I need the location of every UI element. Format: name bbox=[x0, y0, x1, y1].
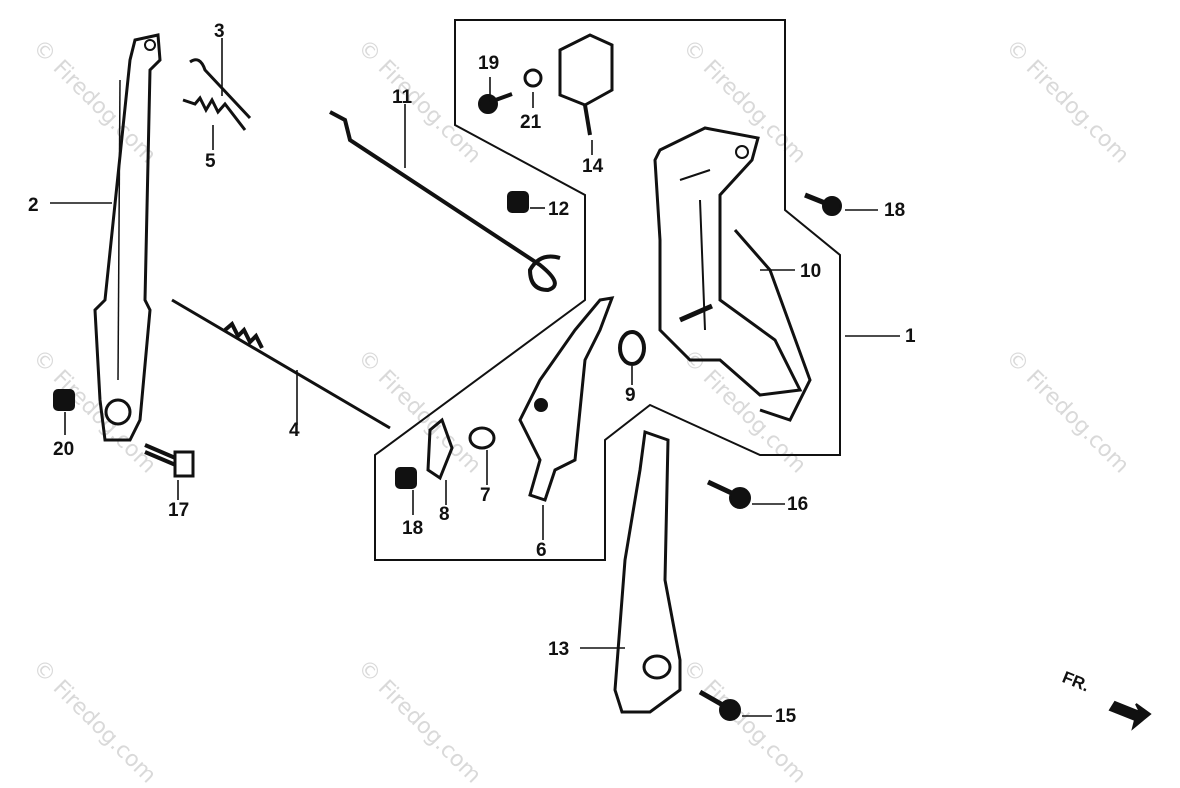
part-18-nut bbox=[395, 467, 417, 489]
callout-16: 16 bbox=[787, 494, 809, 515]
callout-7: 7 bbox=[480, 485, 491, 506]
callout-4: 4 bbox=[289, 420, 300, 441]
callout-17: 17 bbox=[168, 500, 190, 521]
callout-6: 6 bbox=[536, 540, 547, 561]
part-9-washer bbox=[618, 330, 646, 366]
part-20-nut bbox=[53, 389, 75, 411]
callout-3: 3 bbox=[214, 21, 225, 42]
callout-10: 10 bbox=[800, 261, 822, 282]
part-3-link bbox=[189, 58, 252, 120]
part-21-washer bbox=[523, 68, 543, 88]
part-5-spring bbox=[182, 95, 247, 131]
part-10-rod bbox=[733, 229, 812, 422]
assembly-boundary bbox=[374, 19, 841, 561]
callout-12: 12 bbox=[548, 199, 570, 220]
part-4-rod bbox=[171, 298, 391, 430]
part-14-switch bbox=[558, 33, 614, 107]
part-1-bracket bbox=[653, 126, 803, 397]
callout-21: 21 bbox=[520, 112, 542, 133]
part-8-cam bbox=[426, 417, 454, 481]
part-11-rod bbox=[329, 110, 561, 293]
parts-diagram: © Firedog.com © Firedog.com © Firedog.co… bbox=[27, 19, 1152, 788]
part-12-nut bbox=[507, 191, 529, 213]
fr-arrow-icon bbox=[1108, 700, 1152, 731]
callout-20: 20 bbox=[53, 439, 75, 460]
part-6-arm bbox=[518, 296, 615, 502]
callout-11: 11 bbox=[392, 87, 413, 108]
callout-19: 19 bbox=[478, 53, 500, 74]
callout-18-right: 18 bbox=[884, 200, 906, 221]
part-13-lever bbox=[613, 429, 682, 714]
diagram-drawing bbox=[50, 19, 1152, 731]
callout-1: 1 bbox=[905, 326, 916, 347]
callout-8: 8 bbox=[439, 504, 450, 525]
part-2-lever bbox=[93, 33, 162, 442]
callout-18-left: 18 bbox=[402, 518, 424, 539]
part-19-bolt bbox=[478, 94, 498, 114]
callout-5: 5 bbox=[205, 151, 216, 172]
callout-2: 2 bbox=[28, 195, 39, 216]
callout-13: 13 bbox=[548, 639, 570, 660]
part-7-washer bbox=[468, 426, 496, 450]
callout-14: 14 bbox=[582, 156, 604, 177]
callout-9: 9 bbox=[625, 385, 636, 406]
callout-15: 15 bbox=[775, 706, 797, 727]
